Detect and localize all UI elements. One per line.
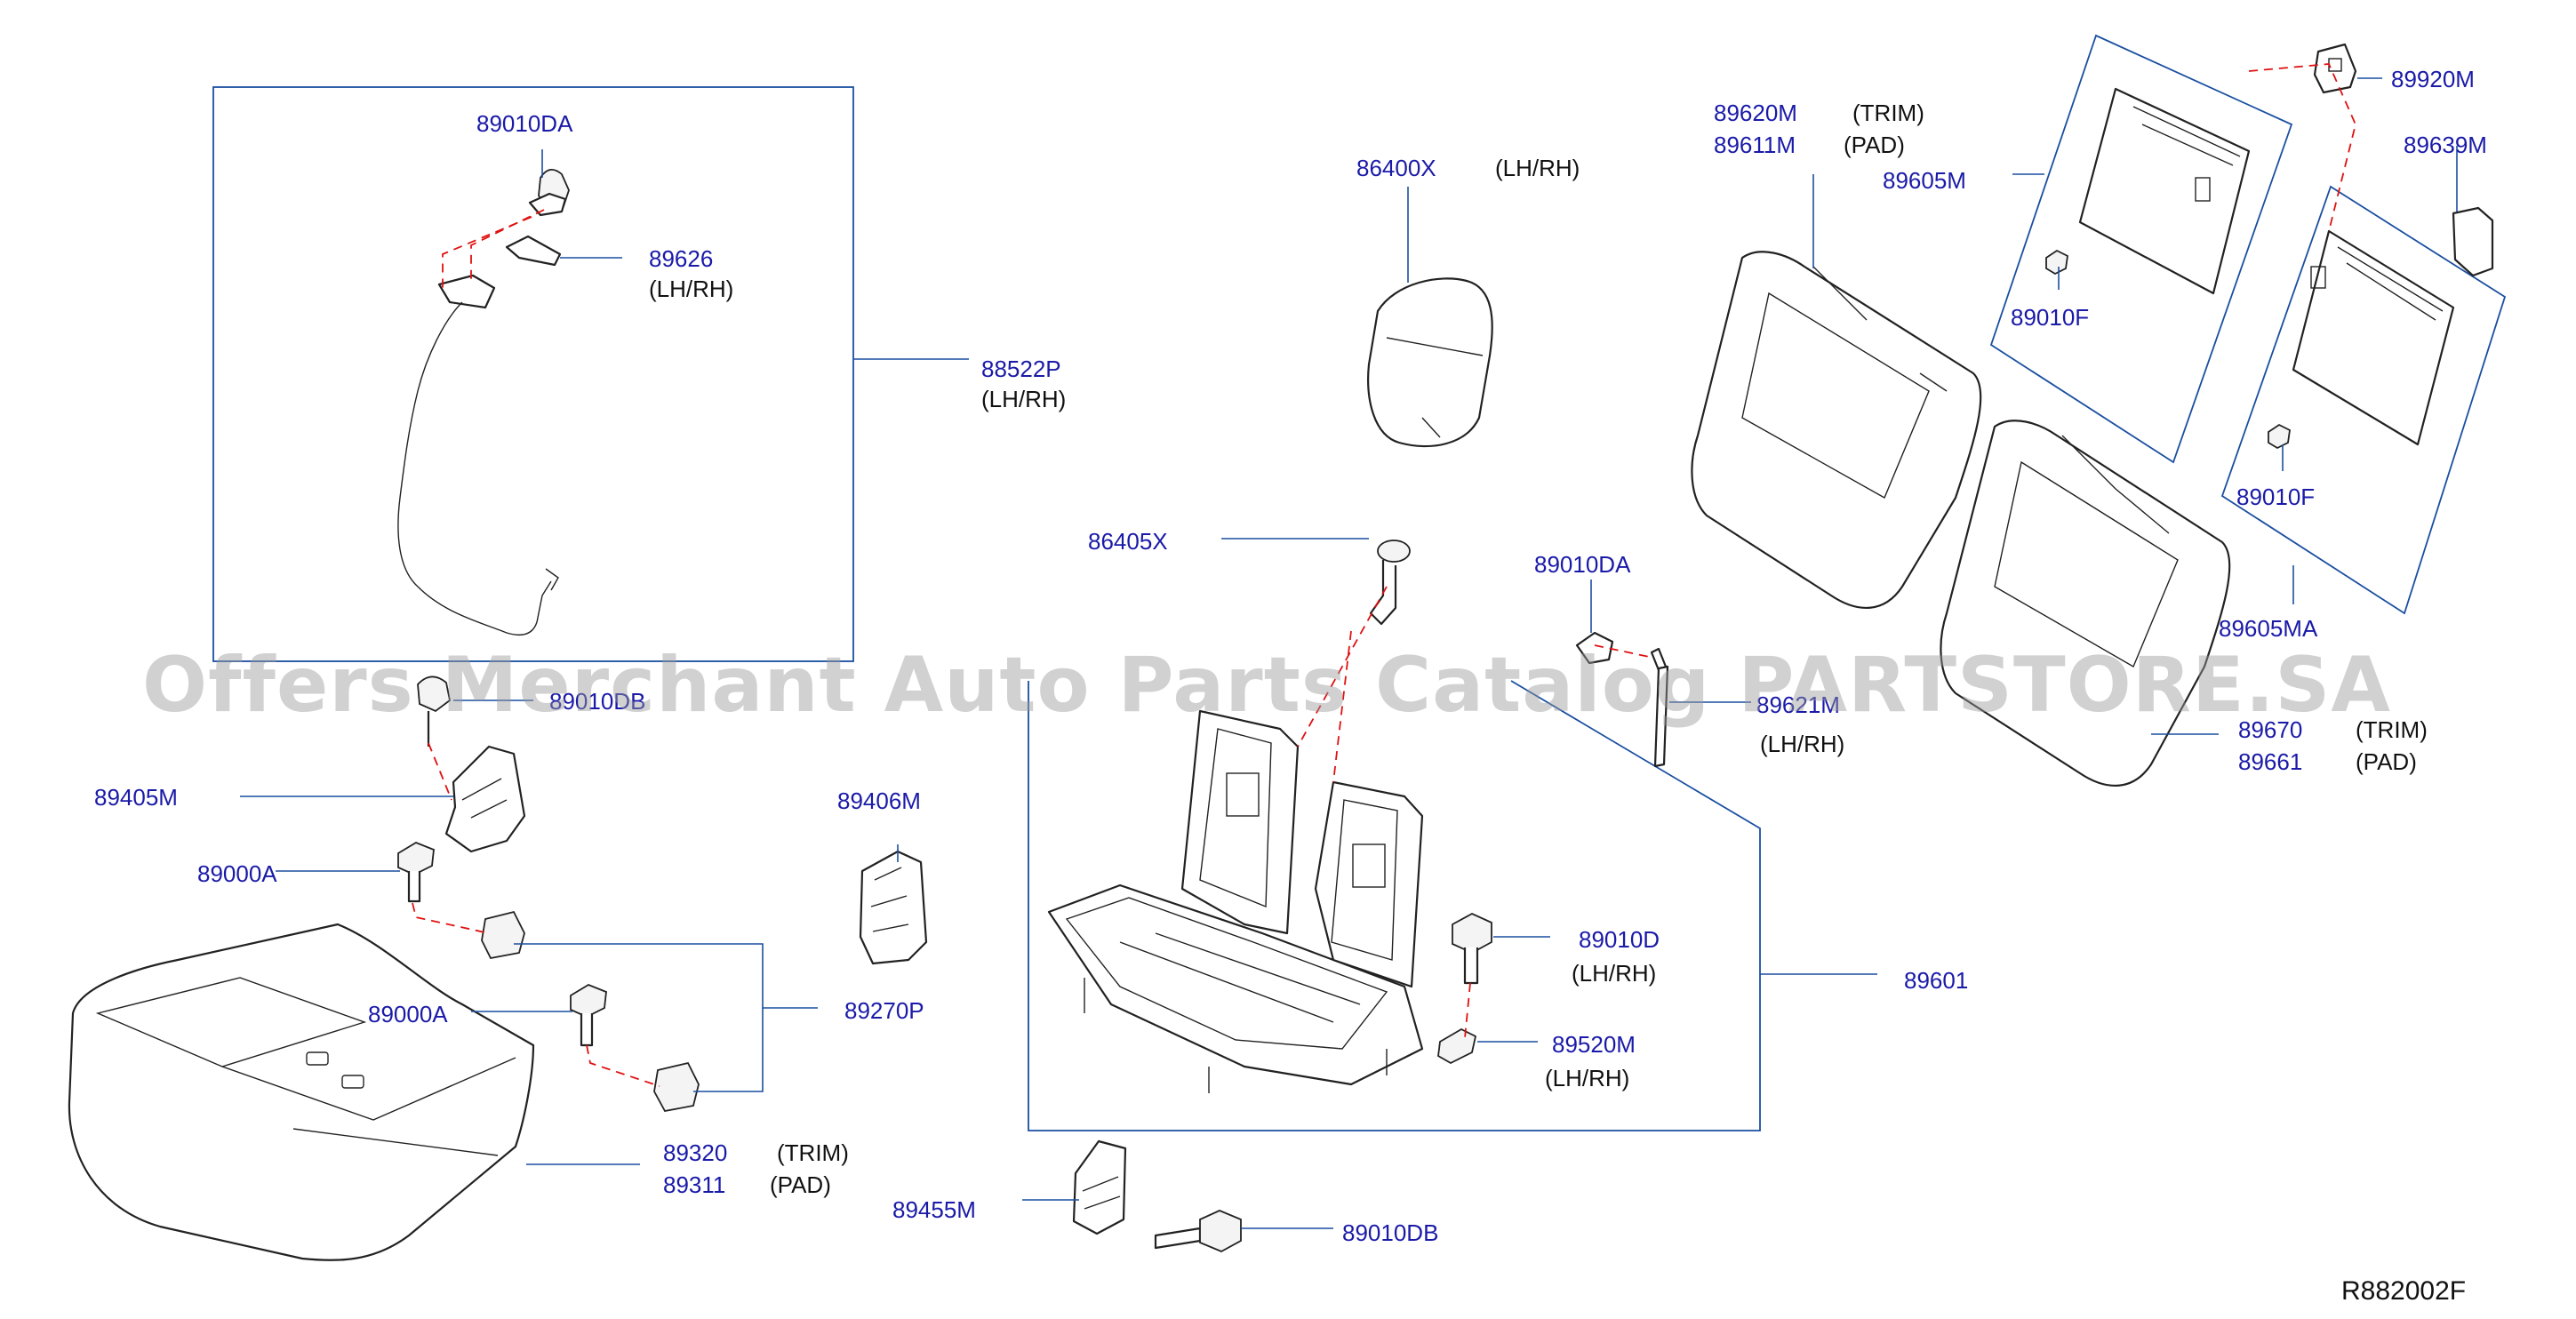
bracket-89405m-drawing: [417, 675, 526, 853]
seat-cushion-drawing: [68, 923, 535, 1261]
label-88522p-note: (LH/RH): [981, 386, 1066, 412]
bracket-89455m-drawing: [1072, 1139, 1127, 1235]
label-86400x[interactable]: 86400X: [1356, 155, 1436, 181]
assembly-dash-lines: [412, 63, 2356, 1087]
watermark: Offers Merchant Auto Parts Catalog PARTS…: [142, 641, 2391, 730]
cover-89920m-drawing: [2313, 43, 2357, 94]
label-86400x-note: (LH/RH): [1495, 155, 1580, 181]
label-89620m-note: (TRIM): [1852, 100, 1924, 126]
label-89311[interactable]: 89311: [663, 1171, 725, 1198]
cable-88522p-drawing: [397, 169, 570, 636]
label-89010da-mid[interactable]: 89010DA: [1534, 551, 1631, 578]
diagram-reference-code: R882002F: [2341, 1276, 2466, 1306]
label-89000a-1[interactable]: 89000A: [197, 860, 277, 887]
label-89639m[interactable]: 89639M: [2404, 132, 2487, 158]
label-89661-note: (PAD): [2356, 748, 2417, 775]
clip-89010da-mid-drawing: [1575, 631, 1614, 665]
rod-89621m-drawing: [1650, 647, 1669, 768]
bolt-89000a-1-drawing: [397, 841, 435, 903]
label-89605m[interactable]: 89605M: [1883, 167, 1966, 194]
back-board-box-upper: [1989, 34, 2293, 464]
clip-89010f-drawing: [2045, 249, 2291, 450]
label-89320-note: (TRIM): [777, 1139, 849, 1166]
label-89611m-note: (PAD): [1844, 132, 1905, 158]
label-89010f-2[interactable]: 89010F: [2236, 484, 2315, 510]
seat-frame-box: [1028, 680, 1761, 1131]
label-89010db-obscured[interactable]: 89010DB: [549, 688, 645, 715]
label-89000a-2[interactable]: 89000A: [368, 1001, 448, 1027]
seat-frame-89601-drawing: [1047, 709, 1424, 1093]
label-89010d[interactable]: 89010D: [1579, 926, 1660, 953]
label-89010da-top[interactable]: 89010DA: [476, 110, 573, 137]
label-89605ma[interactable]: 89605MA: [2219, 615, 2318, 642]
label-89010d-note: (LH/RH): [1572, 960, 1656, 987]
hook-89639m-drawing: [2452, 206, 2494, 277]
seat-back-left-drawing: [1691, 251, 1982, 610]
label-89670-note: (TRIM): [2356, 716, 2428, 743]
label-89626[interactable]: 89626: [649, 245, 713, 272]
bolt-89000a-2-drawing: [570, 983, 607, 1047]
back-board-89605ma-drawing: [2292, 229, 2455, 446]
label-89620m[interactable]: 89620M: [1714, 100, 1797, 126]
nut-89520m-drawing: [1437, 1027, 1477, 1065]
leader-lines: [240, 77, 2458, 1229]
label-89621m-note: (LH/RH): [1760, 731, 1844, 757]
label-89626-note: (LH/RH): [649, 276, 733, 302]
cover-89406m-drawing: [859, 850, 928, 965]
seat-back-right-drawing: [1940, 420, 2231, 787]
label-89270p[interactable]: 89270P: [844, 997, 924, 1024]
bolt-89010db-drawing: [1154, 1210, 1242, 1252]
label-89455m[interactable]: 89455M: [892, 1196, 976, 1223]
label-89601[interactable]: 89601: [1904, 967, 1968, 994]
back-board-box-lower: [2220, 185, 2507, 615]
label-89611m[interactable]: 89611M: [1714, 132, 1796, 158]
label-86405x[interactable]: 86405X: [1088, 528, 1168, 555]
label-89670[interactable]: 89670: [2238, 716, 2302, 743]
bolt-89010d-drawing: [1452, 912, 1492, 985]
label-89520m-note: (LH/RH): [1545, 1065, 1629, 1091]
label-89520m[interactable]: 89520M: [1552, 1031, 1636, 1058]
label-89010db[interactable]: 89010DB: [1342, 1219, 1438, 1246]
label-89311-note: (PAD): [770, 1171, 831, 1198]
label-89405m[interactable]: 89405M: [94, 784, 178, 811]
headrest-86400x-drawing: [1367, 277, 1493, 448]
guide-86405x-drawing: [1369, 540, 1411, 626]
back-board-89605m-drawing: [2078, 87, 2251, 295]
clip-89270p-drawing: [481, 910, 700, 1113]
label-89661[interactable]: 89661: [2238, 748, 2302, 775]
label-88522p[interactable]: 88522P: [981, 356, 1061, 382]
label-89010f-1[interactable]: 89010F: [2011, 304, 2089, 331]
label-89621m[interactable]: 89621M: [1756, 691, 1840, 718]
cable-assembly-box: [212, 86, 854, 662]
label-89920m[interactable]: 89920M: [2391, 66, 2475, 92]
label-89406m[interactable]: 89406M: [837, 787, 921, 814]
label-89320[interactable]: 89320: [663, 1139, 727, 1166]
